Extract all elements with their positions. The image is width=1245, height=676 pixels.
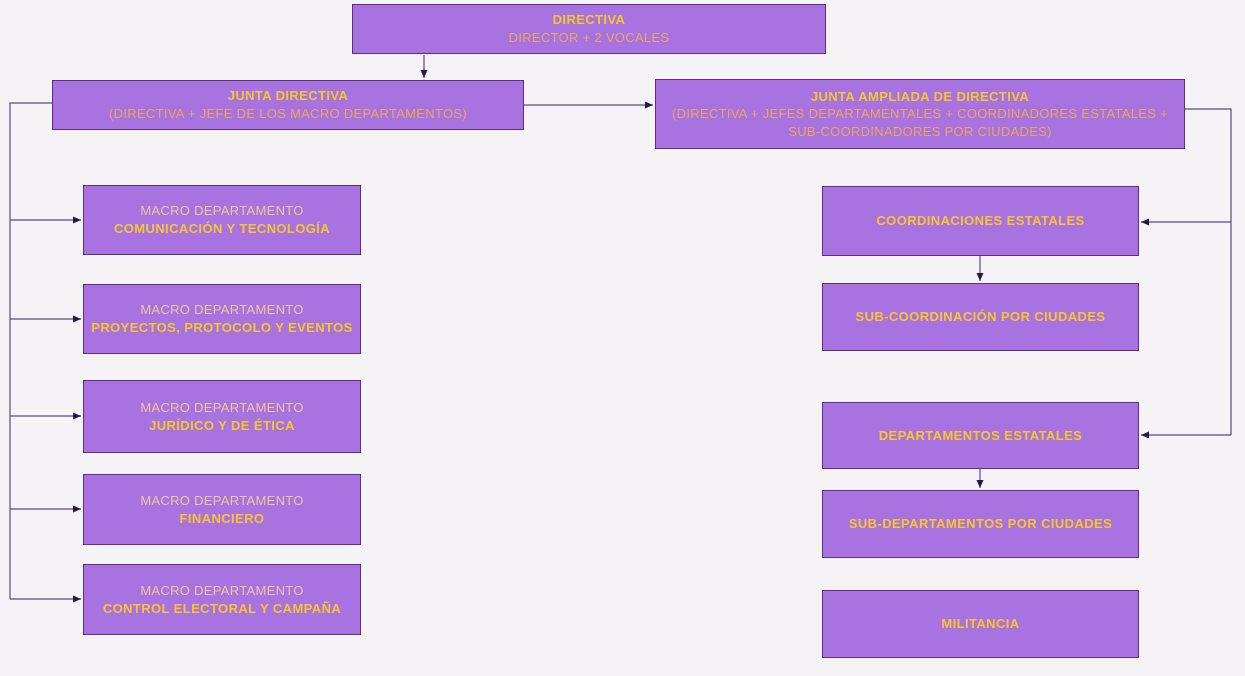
macro-departamento-name: COMUNICACIÓN Y TECNOLOGÍA bbox=[113, 221, 331, 236]
node-departamentos-estatales: DEPARTAMENTOS ESTATALES bbox=[822, 402, 1139, 469]
node-directiva: DIRECTIVA DIRECTOR + 2 VOCALES bbox=[352, 4, 826, 54]
node-junta-directiva: JUNTA DIRECTIVA (DIRECTIVA + JEFE DE LOS… bbox=[52, 80, 524, 130]
node-coordinaciones-estatales: COORDINACIONES ESTATALES bbox=[822, 186, 1139, 256]
macro-departamento-name: CONTROL ELECTORAL Y CAMPAÑA bbox=[102, 600, 342, 616]
node-junta-ampliada: JUNTA AMPLIADA DE DIRECTIVA (DIRECTIVA +… bbox=[655, 79, 1185, 149]
node-macro-departamento-juridico: MACRO DEPARTAMENTO JURÍDICO Y DE ÉTICA bbox=[83, 380, 361, 453]
node-junta-ampliada-subtitle: (DIRECTIVA + JEFES DEPARTAMENTALES + COO… bbox=[672, 106, 1168, 139]
macro-departamento-name: PROYECTOS, PROTOCOLO Y EVENTOS bbox=[91, 320, 353, 335]
macro-departamento-name: JURÍDICO Y DE ÉTICA bbox=[149, 417, 295, 433]
node-macro-departamento-proyectos: MACRO DEPARTAMENTO PROYECTOS, PROTOCOLO … bbox=[83, 284, 361, 354]
node-sub-coordinacion-por-ciudades: SUB-COORDINACIÓN POR CIUDADES bbox=[822, 283, 1139, 351]
macro-departamento-label: MACRO DEPARTAMENTO bbox=[140, 399, 304, 415]
node-militancia: MILITANCIA bbox=[822, 590, 1139, 658]
node-macro-departamento-comunicacion: MACRO DEPARTAMENTO COMUNICACIÓN Y TECNOL… bbox=[83, 185, 361, 255]
node-directiva-subtitle: DIRECTOR + 2 VOCALES bbox=[508, 30, 670, 45]
macro-departamento-name: FINANCIERO bbox=[179, 510, 265, 526]
node-sub-departamentos-por-ciudades: SUB-DEPARTAMENTOS POR CIUDADES bbox=[822, 490, 1139, 558]
node-title: DEPARTAMENTOS ESTATALES bbox=[878, 427, 1083, 443]
node-title: SUB-DEPARTAMENTOS POR CIUDADES bbox=[848, 516, 1113, 532]
node-title: MILITANCIA bbox=[941, 616, 1020, 632]
connector-left-rail bbox=[9, 102, 52, 599]
node-junta-ampliada-title: JUNTA AMPLIADA DE DIRECTIVA bbox=[810, 88, 1030, 104]
node-directiva-title: DIRECTIVA bbox=[552, 12, 626, 28]
node-title: COORDINACIONES ESTATALES bbox=[876, 213, 1085, 229]
macro-departamento-label: MACRO DEPARTAMENTO bbox=[140, 582, 304, 598]
node-macro-departamento-control-electoral: MACRO DEPARTAMENTO CONTROL ELECTORAL Y C… bbox=[83, 564, 361, 635]
macro-departamento-label: MACRO DEPARTAMENTO bbox=[140, 492, 304, 508]
macro-departamento-label: MACRO DEPARTAMENTO bbox=[140, 302, 304, 318]
node-junta-directiva-title: JUNTA DIRECTIVA bbox=[227, 88, 349, 104]
node-junta-directiva-subtitle: (DIRECTIVA + JEFE DE LOS MACRO DEPARTAME… bbox=[109, 106, 467, 121]
macro-departamento-label: MACRO DEPARTAMENTO bbox=[140, 203, 304, 219]
connector-right-rail bbox=[1185, 108, 1232, 435]
node-title: SUB-COORDINACIÓN POR CIUDADES bbox=[855, 309, 1106, 325]
node-macro-departamento-financiero: MACRO DEPARTAMENTO FINANCIERO bbox=[83, 474, 361, 545]
